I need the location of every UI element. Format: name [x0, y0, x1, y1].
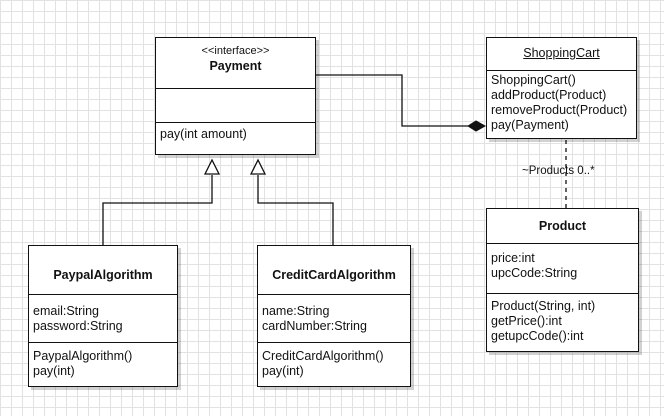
shoppingcart-operation: addProduct(Product)	[491, 88, 607, 102]
product-class-box[interactable]: Product price:int upcCode:String Product…	[486, 208, 639, 352]
payment-attributes	[156, 88, 315, 122]
product-attribute: price:int	[491, 251, 535, 265]
product-operation: Product(String, int)	[491, 299, 596, 313]
paypal-realization-line	[102, 175, 213, 245]
creditcard-operations: CreditCardAlgorithm() pay(int)	[258, 342, 410, 383]
payment-operations: pay(int amount)	[156, 122, 315, 146]
shoppingcart-header: ShoppingCart	[487, 38, 636, 70]
paypal-attribute: password:String	[33, 319, 123, 333]
shoppingcart-operation: ShoppingCart()	[491, 73, 576, 87]
shoppingcart-class-name: ShoppingCart	[523, 46, 600, 60]
payment-interface-box[interactable]: <<interface>> Payment pay(int amount)	[155, 37, 316, 155]
product-operation: getupcCode():int	[491, 329, 584, 343]
creditcard-class-box[interactable]: CreditCardAlgorithm name:String cardNumb…	[257, 245, 411, 387]
composition-line	[315, 74, 468, 127]
creditcard-attribute: name:String	[262, 304, 330, 318]
paypal-operation: pay(int)	[33, 364, 75, 378]
product-attribute: upcCode:String	[491, 266, 578, 280]
product-operation: getPrice():int	[491, 314, 562, 328]
paypal-realization-arrowhead	[203, 158, 221, 175]
payment-class-name: Payment	[209, 59, 262, 73]
creditcard-operation: CreditCardAlgorithm()	[262, 349, 384, 363]
product-attributes: price:int upcCode:String	[487, 243, 638, 293]
paypal-class-name: PaypalAlgorithm	[53, 268, 153, 282]
creditcard-attribute: cardNumber:String	[262, 319, 367, 333]
shoppingcart-class-box[interactable]: ShoppingCart ShoppingCart() addProduct(P…	[486, 37, 637, 139]
creditcard-realization-line	[257, 175, 334, 245]
shoppingcart-operations: ShoppingCart() addProduct(Product) remov…	[487, 70, 636, 137]
creditcard-header: CreditCardAlgorithm	[258, 246, 410, 294]
payment-header: <<interface>> Payment	[156, 38, 315, 88]
paypal-operation: PaypalAlgorithm()	[33, 349, 133, 363]
creditcard-realization-arrowhead	[249, 158, 267, 175]
composition-diamond	[467, 120, 487, 132]
creditcard-operation: pay(int)	[262, 364, 304, 378]
shoppingcart-operation: removeProduct(Product)	[491, 103, 628, 117]
payment-operation: pay(int amount)	[160, 127, 247, 141]
payment-stereotype: <<interface>>	[201, 45, 270, 57]
product-class-name: Product	[538, 219, 587, 233]
shoppingcart-operation: pay(Payment)	[491, 118, 569, 132]
association-label: ~Products 0..*	[522, 165, 595, 177]
creditcard-class-name: CreditCardAlgorithm	[272, 268, 396, 282]
paypal-header: PaypalAlgorithm	[29, 246, 177, 294]
paypal-operations: PaypalAlgorithm() pay(int)	[29, 342, 177, 383]
paypal-attributes: email:String password:String	[29, 294, 177, 342]
creditcard-attributes: name:String cardNumber:String	[258, 294, 410, 342]
product-operations: Product(String, int) getPrice():int getu…	[487, 293, 638, 348]
product-header: Product	[487, 209, 638, 243]
paypal-class-box[interactable]: PaypalAlgorithm email:String password:St…	[28, 245, 178, 387]
paypal-attribute: email:String	[33, 304, 99, 318]
